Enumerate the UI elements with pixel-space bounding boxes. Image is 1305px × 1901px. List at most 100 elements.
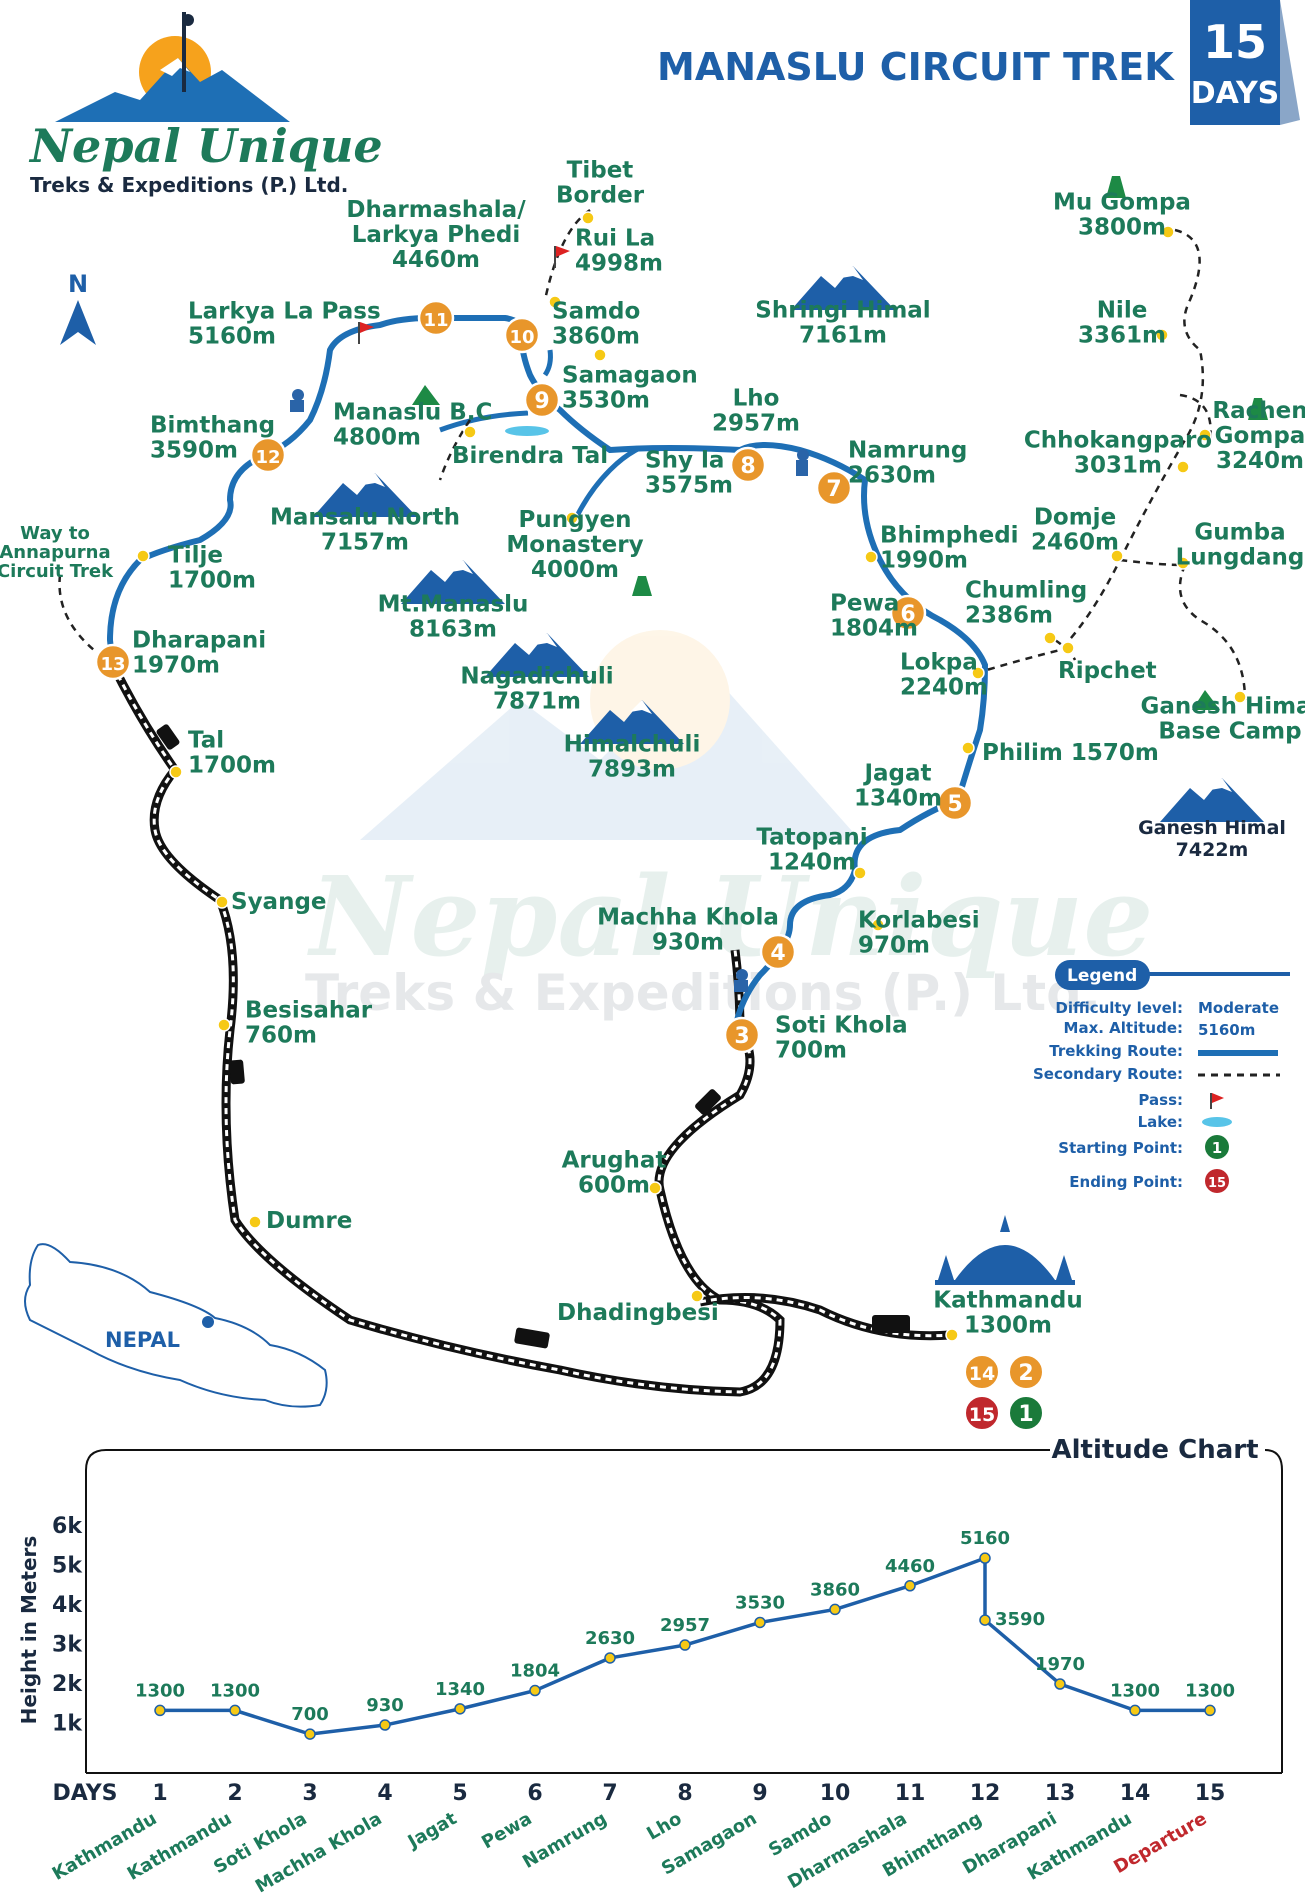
chart-xtick-label: 15 [1195, 1781, 1226, 1806]
label-mugompa-line: 3800m [1078, 215, 1166, 241]
label-gumba-line: Lungdang [1176, 545, 1305, 571]
label-korlabesi-line: 970m [858, 933, 930, 959]
altitude-point [1129, 1704, 1141, 1717]
legend-secondary-label: Secondary Route: [1033, 1065, 1183, 1083]
label-jagat-line: Jagat [862, 761, 931, 787]
label-shringi-line: Shringi Himal [755, 298, 930, 324]
snowcap [1210, 778, 1232, 792]
label-namrung-line: 2630m [848, 463, 936, 489]
day-marker-label: 6 [900, 602, 915, 627]
chart-xtick-label: 8 [677, 1781, 692, 1806]
altitude-value-label: 1300 [135, 1680, 185, 1701]
nepal-label: NEPAL [105, 1328, 180, 1352]
chart-xtick-label: 5 [452, 1781, 467, 1806]
legend-altitude-value: 5160m [1198, 1021, 1255, 1039]
chart-ytick-label: 5k [52, 1553, 83, 1578]
hiker-icons [290, 389, 809, 992]
label-ruila-line: 4998m [575, 251, 663, 277]
compass: N [60, 270, 96, 345]
label-ripchet-line: Ripchet [1058, 658, 1157, 684]
altitude-point [679, 1639, 691, 1651]
altitude-chart: Altitude Chart Height in Meters DAYS 1k2… [17, 1435, 1283, 1897]
waypoint-dot [871, 918, 885, 932]
waypoint-dot [548, 295, 562, 309]
waypoint-dot [945, 1328, 959, 1342]
chart-xtick-label: 2 [227, 1781, 242, 1806]
kathmandu-day-marker [964, 1354, 1000, 1390]
label-tibet-line: Border [556, 183, 645, 209]
day-marker-label: 11 [423, 310, 448, 331]
chart-ytick-label: 1k [52, 1711, 83, 1736]
legend-starting-label: Starting Point: [1058, 1139, 1183, 1157]
legend-end-number: 15 [1208, 1176, 1226, 1191]
waypoint-dot [864, 550, 878, 564]
label-tibet-line: Tibet [567, 158, 634, 184]
chart-xtick-label: 12 [970, 1781, 1001, 1806]
hiker-icon [182, 12, 186, 92]
chart-category-label: Lho [643, 1808, 685, 1845]
label-dharmashala-line: 4460m [392, 247, 480, 273]
altitude-point [604, 1652, 616, 1664]
mountain-icon [791, 266, 895, 310]
chart-xtick-label: 10 [820, 1781, 851, 1806]
chart-ytick-label: 3k [52, 1632, 83, 1657]
label-bimthang-line: 3590m [150, 438, 238, 464]
waypoint-dot [1161, 225, 1175, 239]
label-philim-line: Philim 1570m [982, 740, 1159, 766]
label-tilje-line: Tilje [168, 543, 223, 569]
label-chhokang-line: Chhokangparo [1024, 428, 1212, 454]
label-mansalunorth-line: Mansalu North [270, 505, 460, 531]
waypoint-dot [648, 1181, 662, 1195]
chart-category-label: Machha Khola [252, 1808, 386, 1897]
altitude-point [529, 1684, 541, 1697]
bus-icon [872, 1315, 910, 1333]
label-soti-line: 700m [775, 1038, 847, 1064]
label-mtmanaslu-line: 8163m [409, 617, 497, 643]
chart-xtick-label: 13 [1045, 1781, 1076, 1806]
altitude-point [154, 1704, 166, 1717]
label-rachen-line: Rachen [1212, 398, 1305, 424]
altitude-point [754, 1616, 766, 1629]
label-larkya-line: Larkya La Pass [188, 299, 381, 325]
label-lokpa-line: 2240m [900, 675, 988, 701]
chart-xtick-label: 9 [752, 1781, 767, 1806]
chart-xtick-label: 14 [1120, 1781, 1151, 1806]
label-rachen-line: Gompa [1215, 423, 1305, 449]
altitude-value-label: 1300 [210, 1680, 260, 1701]
snowcap [451, 560, 473, 574]
waypoint-dot [1155, 328, 1169, 342]
pass-flag-icon [358, 246, 570, 344]
altitude-value-label: 1300 [1110, 1680, 1160, 1701]
bus-icon [514, 1327, 550, 1349]
label-lho-line: Lho [733, 386, 780, 412]
label-pungyen-line: 4000m [531, 557, 619, 583]
chart-ytick-label: 6k [52, 1514, 83, 1539]
label-tilje-line: 1700m [168, 568, 256, 594]
label-himalchuli-line: Himalchuli [564, 732, 701, 758]
label-ganesh-line: Ganesh Himal [1138, 817, 1286, 839]
altitude-value-label: 1804 [510, 1661, 560, 1682]
legend-ending-label: Ending Point: [1069, 1173, 1183, 1191]
snowcap [630, 700, 652, 714]
location-pin-icon [202, 1316, 214, 1328]
label-larkya-line: 5160m [188, 324, 276, 350]
bus-icon [695, 1089, 721, 1115]
logo-name: Nepal Unique [28, 119, 383, 173]
day-marker-label: 7 [826, 477, 841, 502]
jeep-icon [156, 724, 180, 750]
